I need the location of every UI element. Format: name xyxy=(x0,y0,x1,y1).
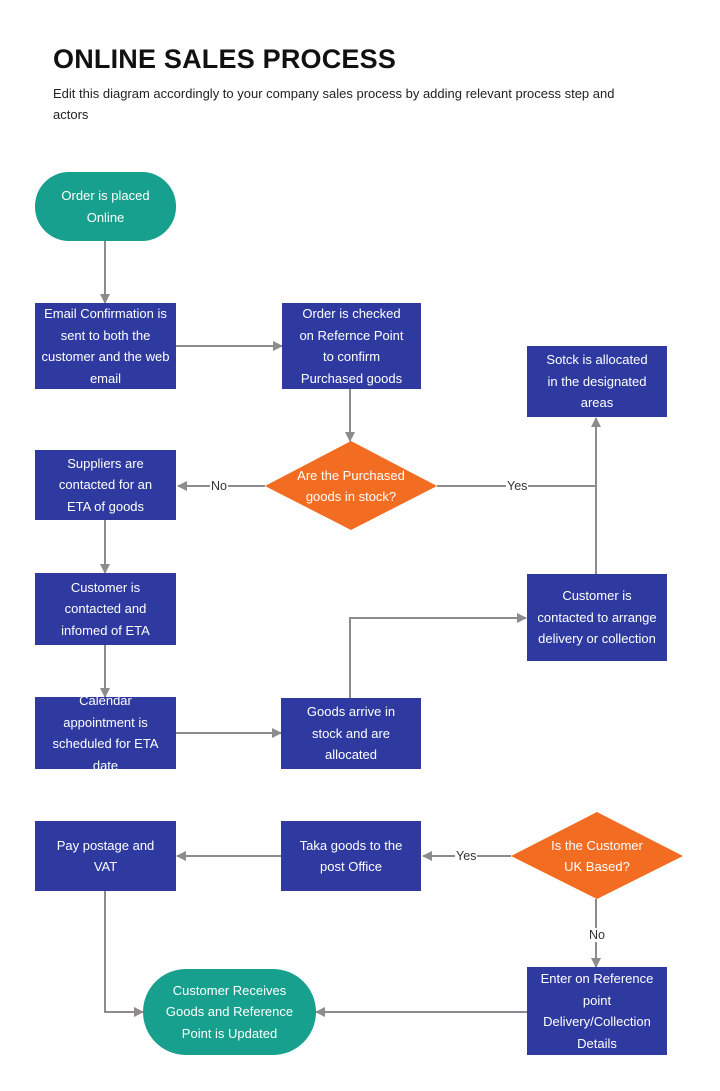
node-customer-receives: Customer Receives Goods and Reference Po… xyxy=(143,969,316,1055)
connector-goods-to-delivery xyxy=(349,613,527,698)
decision-text-stock: Are the Purchased goods in stock? xyxy=(297,467,405,505)
node-goods-arrive: Goods arrive in stock and are allocated xyxy=(281,698,421,769)
edge-label-stock-no: No xyxy=(210,479,228,493)
node-take-goods-post: Taka goods to the post Office xyxy=(281,821,421,891)
node-calendar-appointment: Calendar appointment is scheduled for ET… xyxy=(35,697,176,769)
node-customer-contacted-delivery: Customer is contacted to arrange deliver… xyxy=(527,574,667,661)
node-pay-postage: Pay postage and VAT xyxy=(35,821,176,891)
edge-label-uk-no: No xyxy=(588,928,606,942)
node-order-placed: Order is placed Online xyxy=(35,172,176,241)
edge-label-uk-yes: Yes xyxy=(455,849,478,863)
edge-label-stock-yes: Yes xyxy=(506,479,529,493)
decision-diamond-uk xyxy=(511,812,683,899)
connector-pay-to-receives xyxy=(104,891,144,1017)
node-suppliers-contacted: Suppliers are contacted for an ETA of go… xyxy=(35,450,176,520)
decision-text-uk: Is the Customer UK Based? xyxy=(551,837,643,875)
decision-diamond-stock xyxy=(265,441,437,530)
node-email-confirmation: Email Confirmation is sent to both the c… xyxy=(35,303,176,389)
node-enter-reference: Enter on Reference point Delivery/Collec… xyxy=(527,967,667,1055)
node-stock-allocated: Sotck is allocated in the designated are… xyxy=(527,346,667,417)
page-subtitle: Edit this diagram accordingly to your co… xyxy=(53,86,615,122)
page-title: ONLINE SALES PROCESS xyxy=(53,44,397,74)
node-customer-informed-eta: Customer is contacted and infomed of ETA xyxy=(35,573,176,645)
node-order-checked: Order is checked on Refernce Point to co… xyxy=(282,303,421,389)
